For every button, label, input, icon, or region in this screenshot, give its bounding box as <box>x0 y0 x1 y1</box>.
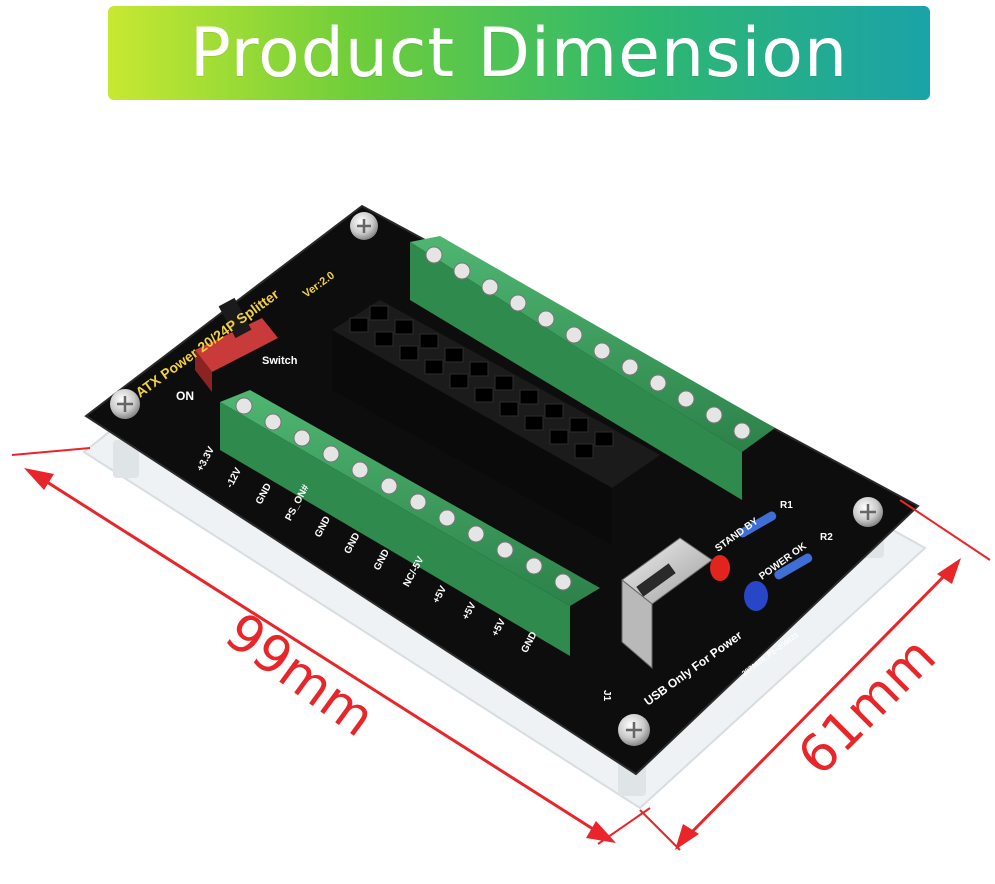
switch-on-label: ON <box>176 389 194 403</box>
power-switch <box>195 297 278 392</box>
terminal-block-rear <box>410 236 775 500</box>
switch-label: Switch <box>262 355 298 367</box>
banner-title: Product Dimension <box>189 13 849 93</box>
title-banner: Product Dimension <box>108 6 930 100</box>
mount-screws <box>110 212 883 746</box>
pcb-board <box>84 204 920 776</box>
r2-label: R2 <box>820 532 833 543</box>
atx-24pin-connector <box>332 300 660 545</box>
usb-port <box>621 537 713 670</box>
led-indicators <box>710 511 813 611</box>
dimension-99mm <box>11 447 651 845</box>
j1-label: J1 <box>601 690 612 702</box>
dimension-61mm <box>639 499 991 851</box>
terminal-block-front <box>220 390 600 656</box>
r1-label: R1 <box>780 500 793 511</box>
